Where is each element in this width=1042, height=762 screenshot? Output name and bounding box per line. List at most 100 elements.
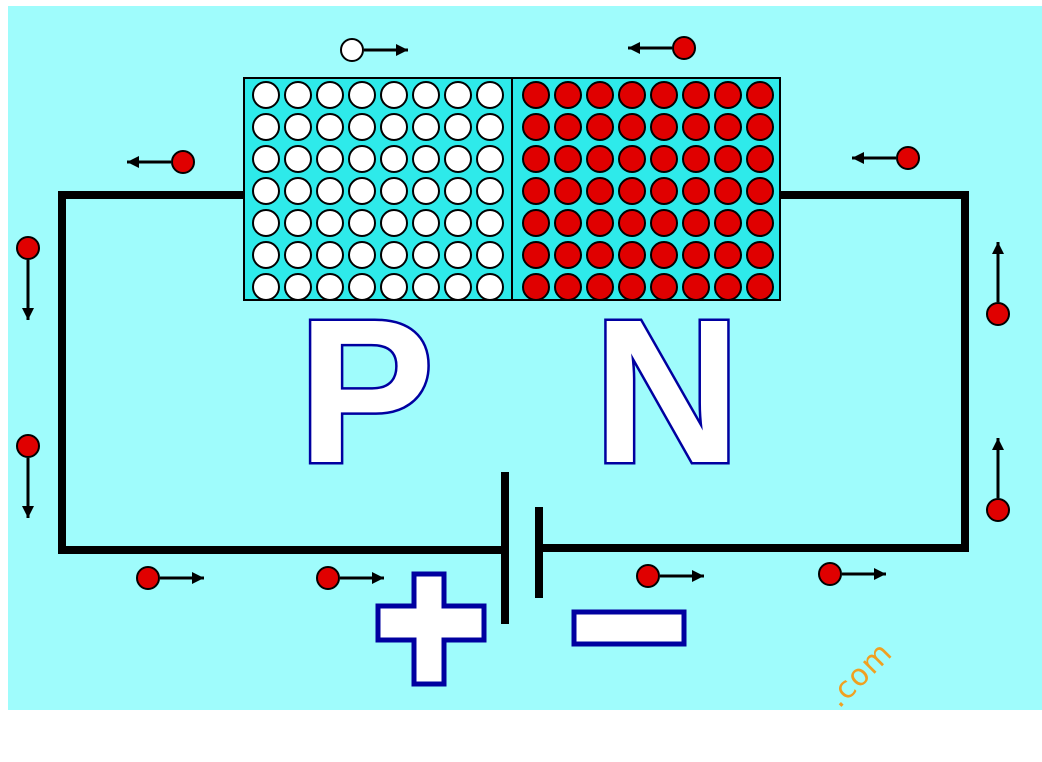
- flow-arrow-head: [628, 42, 640, 54]
- hole-dot: [476, 241, 504, 269]
- hole-dot: [316, 241, 344, 269]
- hole-dot: [380, 273, 408, 301]
- electron-dot: [682, 273, 710, 301]
- electron-dot: [586, 177, 614, 205]
- circuit-wire-right: [540, 191, 969, 552]
- hole-dot: [284, 145, 312, 173]
- circuit-wire: [58, 191, 503, 554]
- electron-dot: [586, 209, 614, 237]
- hole-dot: [348, 177, 376, 205]
- flow-electron-dot: [136, 566, 160, 590]
- hole-dot: [412, 113, 440, 141]
- hole-dot: [380, 113, 408, 141]
- flow-arrow-head: [127, 156, 139, 168]
- hole-dot: [444, 81, 472, 109]
- electron-dot: [682, 177, 710, 205]
- hole-dot: [252, 273, 280, 301]
- hole-dot: [476, 177, 504, 205]
- electron-dot: [746, 177, 774, 205]
- electron-dot: [682, 145, 710, 173]
- positive-terminal-symbol: +: [375, 571, 487, 687]
- electron-dot: [554, 241, 582, 269]
- electron-dot: [618, 177, 646, 205]
- electron-dot: [714, 81, 742, 109]
- electron-dot: [522, 273, 550, 301]
- hole-dot: [476, 113, 504, 141]
- electron-dot: [554, 113, 582, 141]
- electron-dot: [554, 145, 582, 173]
- hole-dot: [412, 273, 440, 301]
- electron-dot: [522, 113, 550, 141]
- hole-dot: [252, 81, 280, 109]
- flow-arrow-head: [852, 152, 864, 164]
- flow-marker-left-of-p: [127, 150, 195, 174]
- flow-arrow-head: [692, 570, 704, 582]
- hole-dot: [444, 145, 472, 173]
- p-region-holes: [252, 81, 504, 301]
- electron-dot: [682, 241, 710, 269]
- flow-electron-dot: [636, 564, 660, 588]
- hole-dot: [380, 177, 408, 205]
- electron-dot: [586, 273, 614, 301]
- electron-dot: [682, 209, 710, 237]
- electron-dot: [682, 113, 710, 141]
- electron-dot: [650, 273, 678, 301]
- electron-dot: [586, 241, 614, 269]
- hole-dot: [444, 113, 472, 141]
- flow-marker-bottom-wire-1: [136, 566, 204, 590]
- hole-dot: [348, 209, 376, 237]
- electron-dot: [746, 81, 774, 109]
- n-region-electrons: [522, 81, 774, 301]
- electron-dot: [650, 113, 678, 141]
- flow-electron-dot: [672, 36, 696, 60]
- hole-dot: [284, 241, 312, 269]
- electron-dot: [650, 177, 678, 205]
- flow-marker-left-wire-upper: [16, 236, 40, 320]
- hole-dot: [476, 209, 504, 237]
- flow-arrow-head: [992, 438, 1004, 450]
- hole-dot: [284, 209, 312, 237]
- electron-dot: [522, 241, 550, 269]
- flow-marker-bottom-wire-4: [818, 562, 886, 586]
- electron-dot: [650, 209, 678, 237]
- electron-dot: [650, 81, 678, 109]
- hole-dot: [348, 241, 376, 269]
- flow-electron-dot: [986, 498, 1010, 522]
- hole-dot: [348, 113, 376, 141]
- electron-dot: [682, 81, 710, 109]
- flow-electron-dot: [986, 302, 1010, 326]
- electron-dot: [522, 81, 550, 109]
- flow-arrow-head: [192, 572, 204, 584]
- electron-dot: [554, 81, 582, 109]
- electron-dot: [618, 145, 646, 173]
- electron-dot: [586, 81, 614, 109]
- flow-electron-dot: [16, 236, 40, 260]
- hole-dot: [476, 145, 504, 173]
- electron-dot: [714, 145, 742, 173]
- electron-dot: [618, 241, 646, 269]
- hole-dot: [412, 177, 440, 205]
- hole-dot: [412, 209, 440, 237]
- electron-dot: [746, 113, 774, 141]
- electron-dot: [746, 209, 774, 237]
- flow-arrow-head: [992, 242, 1004, 254]
- flow-electron-dot: [896, 146, 920, 170]
- hole-dot: [412, 241, 440, 269]
- hole-dot: [284, 81, 312, 109]
- flow-marker-above-n: [628, 36, 696, 60]
- hole-dot: [284, 177, 312, 205]
- flow-electron-dot: [316, 566, 340, 590]
- electron-dot: [618, 209, 646, 237]
- hole-dot: [316, 273, 344, 301]
- electron-dot: [746, 273, 774, 301]
- hole-dot: [380, 241, 408, 269]
- hole-dot: [284, 113, 312, 141]
- electron-dot: [746, 241, 774, 269]
- electron-dot: [522, 145, 550, 173]
- negative-terminal-symbol: −: [571, 609, 687, 647]
- electron-dot: [522, 209, 550, 237]
- hole-dot: [252, 113, 280, 141]
- flow-electron-dot: [16, 434, 40, 458]
